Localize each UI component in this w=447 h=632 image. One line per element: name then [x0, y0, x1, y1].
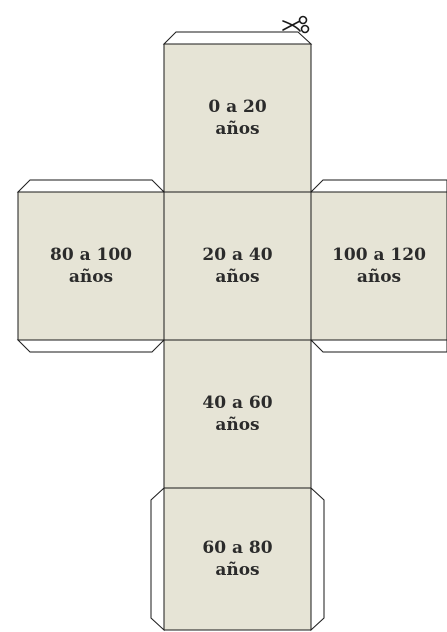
face-left — [17, 191, 165, 341]
face-right — [310, 191, 447, 341]
face-top — [163, 43, 312, 193]
glue-tab-top — [162, 31, 313, 45]
glue-tab-left-bottom — [16, 339, 166, 353]
face-center — [163, 191, 312, 341]
glue-tab-right-top — [309, 179, 447, 193]
face-bottom — [163, 487, 312, 631]
face-lower — [163, 339, 312, 489]
glue-tab-bottom-left — [150, 486, 165, 632]
glue-tab-right-bottom — [309, 339, 447, 353]
glue-tab-bottom-right — [310, 486, 325, 632]
scissors-icon — [282, 15, 310, 34]
glue-tab-left-top — [16, 179, 166, 193]
